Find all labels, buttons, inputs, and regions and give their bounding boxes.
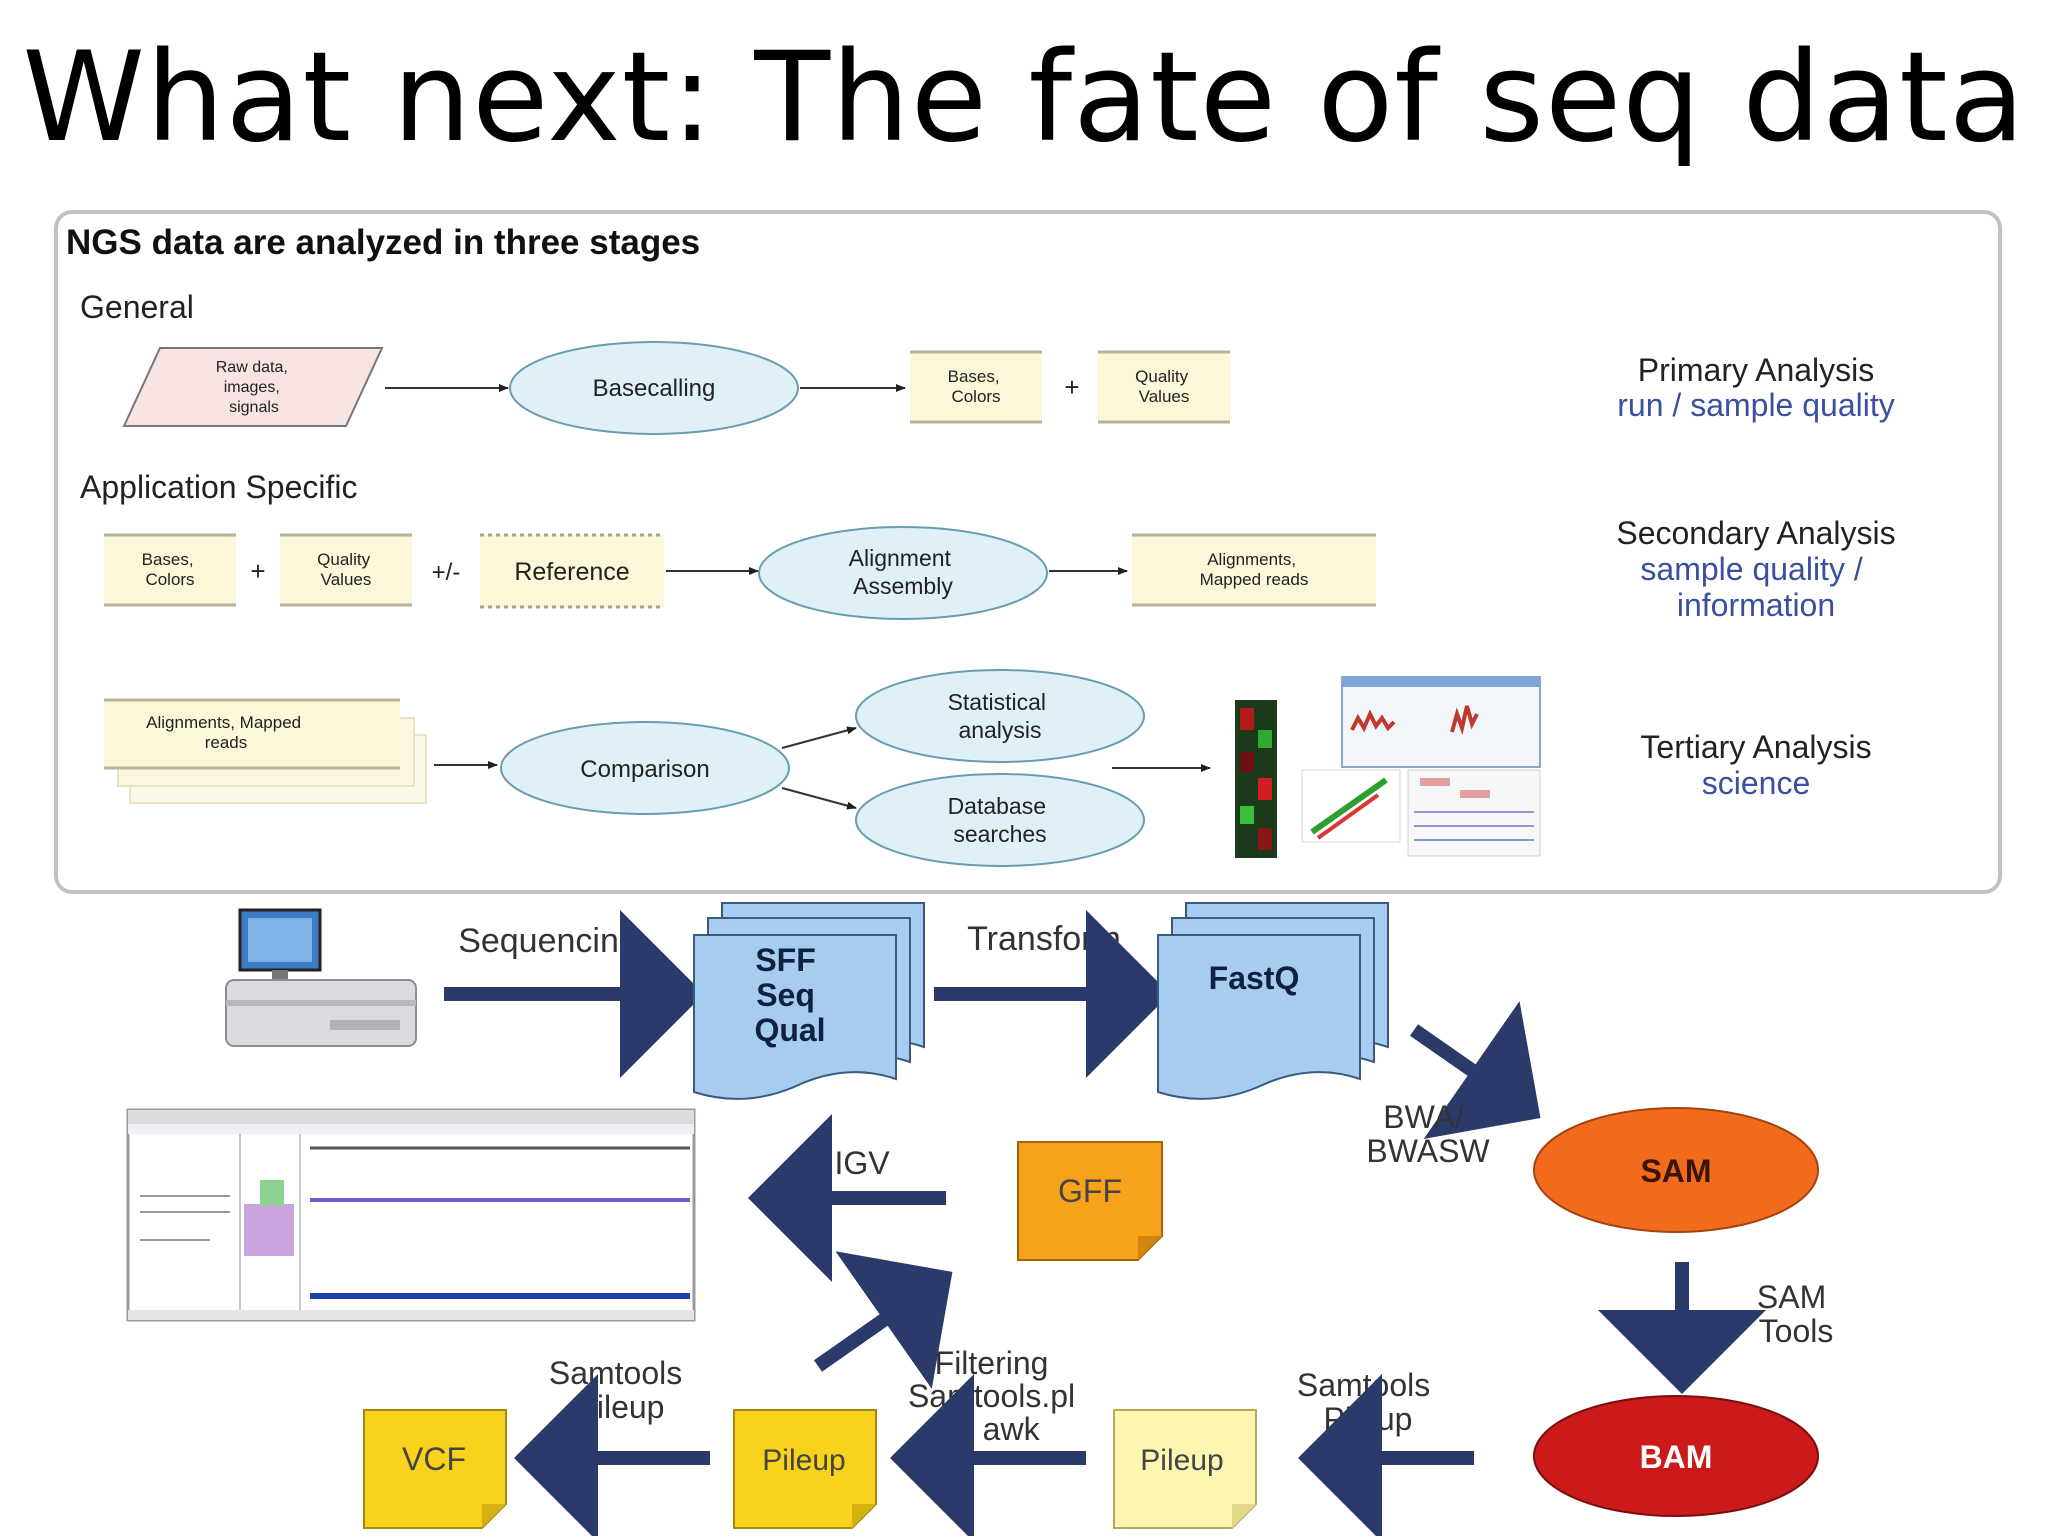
samtools-pileup-right-label: Samtools Pileup xyxy=(1297,1367,1439,1437)
secondary-analysis-sub: sample quality / information xyxy=(1640,551,1871,623)
sff-document-stack: SFF Seq Qual xyxy=(693,902,925,1100)
application-specific-label: Application Specific xyxy=(80,469,357,505)
vcf-doc: VCF xyxy=(363,1409,507,1529)
samtools-pileup-left-label: Samtools Pileup xyxy=(549,1355,691,1425)
sequencer-icon xyxy=(225,908,417,1047)
primary-analysis-title: Primary Analysis xyxy=(1638,352,1875,388)
svg-text:Raw data, images,: Raw data, images, signals xyxy=(216,359,293,416)
basecalling-label: Basecalling xyxy=(593,375,716,402)
svg-text:Alignments, Mapped reads: Alignments, Mapped reads xyxy=(1200,550,1309,589)
svg-text:SAM: SAM xyxy=(1640,1153,1711,1189)
quality-values-note: Quality Values xyxy=(1098,350,1230,424)
pileup-right-doc: Pileup xyxy=(1113,1409,1257,1529)
heatmap-image xyxy=(1235,700,1277,858)
svg-text:Comparison: Comparison xyxy=(580,756,709,783)
svg-text:GFF: GFF xyxy=(1058,1173,1122,1209)
svg-text:Alignment Assembly: Alignment Assembly xyxy=(849,545,958,599)
database-node: Database searches xyxy=(855,773,1145,867)
secondary-analysis-title: Secondary Analysis xyxy=(1616,515,1895,551)
svg-text:Alignments, Mapped reads: Alignments, Mapped reads xyxy=(146,713,306,752)
basecalling-node: Basecalling xyxy=(509,341,799,435)
svg-text:Bases, Colors: Bases, Colors xyxy=(142,550,199,589)
slide-title: What next: The fate of seq data xyxy=(22,26,2026,170)
stages-heading: NGS data are analyzed in three stages xyxy=(66,223,700,262)
app-plus-sign: + xyxy=(250,556,265,586)
arrow-comparison-to-database xyxy=(781,787,857,810)
comparison-node: Comparison xyxy=(500,721,790,815)
bases-colors-note: Bases, Colors xyxy=(910,350,1042,424)
igv-label: IGV xyxy=(834,1145,890,1181)
svg-text:Bases, Colors: Bases, Colors xyxy=(948,367,1005,406)
svg-text:SFF Seq Qual: SFF Seq Qual xyxy=(754,942,825,1048)
app-quality-values-note: Quality Values xyxy=(280,533,412,607)
svg-text:Statistical analysis: Statistical analysis xyxy=(948,689,1053,743)
svg-text:VCF: VCF xyxy=(402,1441,466,1477)
gff-doc: GFF xyxy=(1017,1141,1163,1261)
svg-text:Pileup: Pileup xyxy=(1140,1444,1223,1477)
raw-data-line: signals xyxy=(229,399,279,416)
svg-text:Reference: Reference xyxy=(514,558,629,586)
alignments-stack: Alignments, Mapped reads xyxy=(104,698,427,804)
igv-screenshot xyxy=(126,1108,696,1322)
sam-node: SAM xyxy=(1533,1107,1819,1233)
pileup-left-doc: Pileup xyxy=(733,1409,877,1529)
fastq-document-stack: FastQ xyxy=(1157,902,1389,1100)
mapped-reads-note: Alignments, Mapped reads xyxy=(1132,533,1376,607)
filtering-label: Filtering Samtools.pl & awk xyxy=(908,1345,1084,1447)
general-label: General xyxy=(80,289,194,325)
svg-text:FastQ: FastQ xyxy=(1209,960,1300,996)
svg-text:Database searches: Database searches xyxy=(948,793,1053,847)
tertiary-analysis-title: Tertiary Analysis xyxy=(1640,729,1871,765)
app-bases-colors-note: Bases, Colors xyxy=(104,533,236,607)
plots-image xyxy=(1301,676,1541,857)
svg-text:Quality Values: Quality Values xyxy=(1135,367,1193,406)
transform-label: Transform xyxy=(967,920,1121,958)
reference-note: Reference xyxy=(480,533,664,609)
arrow-comparison-to-statistical xyxy=(781,726,857,749)
raw-data-line: images, xyxy=(224,379,280,396)
plus-sign: + xyxy=(1064,372,1079,402)
alignment-node: Alignment Assembly xyxy=(758,526,1048,620)
svg-text:Quality Values: Quality Values xyxy=(317,550,375,589)
bwa-label: BWA/ BWASW xyxy=(1366,1099,1490,1169)
raw-data-shape: Raw data, images, signals xyxy=(122,347,384,427)
tertiary-analysis-sub: science xyxy=(1702,765,1811,801)
svg-text:Pileup: Pileup xyxy=(762,1444,845,1477)
bam-node: BAM xyxy=(1533,1395,1819,1517)
raw-data-line: Raw data, xyxy=(216,359,288,376)
arrow-pileup-to-gff xyxy=(813,1251,953,1389)
statistical-node: Statistical analysis xyxy=(855,669,1145,763)
sequencing-label: Sequencing xyxy=(458,922,638,960)
plus-minus-sign: +/- xyxy=(432,559,461,586)
primary-analysis-sub: run / sample quality xyxy=(1617,387,1894,423)
svg-text:BAM: BAM xyxy=(1640,1439,1713,1475)
arrow-fastq-to-sam xyxy=(1410,1001,1541,1139)
sam-tools-label: SAM Tools xyxy=(1757,1279,1835,1349)
